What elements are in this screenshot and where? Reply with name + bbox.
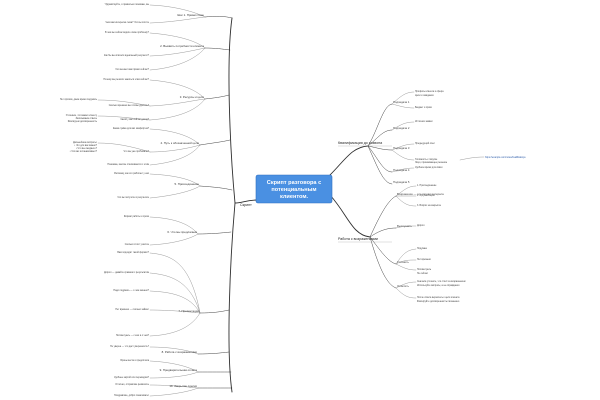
right-top-leaf: Лицо, принимающее решение [415, 162, 448, 164]
left-leaf: Удобнее картой или переводом? [114, 376, 150, 379]
left-leaves: "Здравствуйте, я правильно понимаю, вы Ч… [103, 3, 150, 397]
left-leaf: Как бы вы описали идеальный результат? [104, 54, 150, 57]
far-left-note: Уточняем, что важно клиенту [66, 115, 98, 117]
right-bottom-leaf: 2. Аргументация [417, 194, 435, 197]
left-leaf: Расскажу, как это работает у нас [114, 173, 150, 175]
far-left-note: • Что вас останавливает? [70, 151, 98, 153]
far-left-note: Записываем ответы [76, 118, 98, 120]
right-bottom-item[interactable]: Возражение — это сигнал интереса [397, 192, 444, 196]
left-branch-4[interactable]: 4. Путь к обозначенной цели [160, 141, 199, 145]
right-top-items: Подзадача 1 Подзадача 2 Подзадача 3 Подз… [393, 100, 410, 184]
right-top-item[interactable]: Подзадача 2 [393, 126, 410, 130]
left-leaf: Какая сумма для вас комфортна? [113, 127, 150, 130]
left-leaf: В чем вы сейчас видите свою проблему? [105, 31, 150, 34]
right-top-item[interactable]: Подзадача 3 [393, 146, 410, 150]
right-top-item[interactable]: Подзадача 4 [393, 168, 410, 172]
central-topic-line3: клиентом. [280, 194, 308, 200]
left-leaf: Дорого — давайте сравним с результатом [104, 271, 149, 274]
right-bottom-items: Возражение — это сигнал интереса Выслуша… [397, 192, 444, 288]
left-leaf: Сколько времени вы готовы уделять? [109, 105, 150, 107]
edge-center-to-right-bottom [329, 194, 371, 238]
left-main-label[interactable]: Скрипт [240, 203, 252, 207]
left-leaf: Чем вам интересна тема? Что вы хотите [105, 22, 149, 24]
right-top-leaf: Цели и ожидания [415, 95, 434, 97]
right-bottom-leaf: Посоветуюсь [417, 269, 432, 271]
far-left-note: • Что для вас важно? [74, 145, 97, 147]
left-branch-5[interactable]: 5. Присоединение [175, 182, 200, 186]
left-branch-2[interactable]: 2. Выявить потребности клиента [160, 44, 204, 48]
right-bottom-leaf: Нет времени [417, 259, 431, 261]
left-branches: Шаг 1. Приветствие 2. Выявить потребност… [160, 13, 205, 388]
left-branch-8[interactable]: 8. Работа с возражениями [162, 350, 198, 354]
edge-left-trunk-up [228, 17, 236, 204]
left-leaf: Формат работы и сроки [124, 215, 150, 218]
right-bottom-leaf: Подумаю [417, 248, 427, 250]
left-leaf: Почему вы решили заняться этим сейчас? [103, 78, 149, 81]
left-branch-9[interactable]: 9. Предварительная оплата [160, 368, 198, 372]
right-bottom-leaf: Сначала уточните, что стоит за возражени… [417, 281, 466, 283]
left-leaf: "Здравствуйте, я правильно понимаю, вы [105, 3, 150, 6]
left-leaf: Что мешает вам прямо сейчас? [115, 68, 150, 71]
left-leaf: Какой у вас сейчас доход? [121, 118, 150, 121]
right-bottom-leaf: Не сейчас [417, 272, 429, 275]
right-bottom-leaf: После ответа вернитесь к цели клиента [417, 297, 460, 299]
right-top-leaf: Удобное время для связи [415, 167, 443, 169]
far-left-note: Не торопим, даем время подумать [60, 99, 98, 101]
right-top-leaf: Предыдущий опыт [415, 142, 436, 145]
far-left-note: Фиксируем договоренность [68, 120, 98, 123]
far-left-note: Дальнейшие вопросы: [73, 141, 97, 144]
central-topic-box[interactable] [255, 174, 333, 204]
far-left-notes: Не торопим, даем время подумать Уточняем… [60, 99, 98, 153]
right-bottom-leaf: Дорого [417, 225, 425, 227]
edge-center-to-left [234, 199, 259, 204]
left-leaf: Сколько стоит участие [125, 244, 150, 246]
right-bottom-item[interactable]: Выслушать [397, 224, 412, 228]
left-branch-1[interactable]: Шаг 1. Приветствие [178, 13, 205, 17]
left-leaf: Отлично, отправляю реквизиты [115, 384, 149, 386]
central-topic-line1: Скрипт разговора с [267, 180, 321, 186]
left-leaf: Понимаю, многие сталкиваются с этим [107, 164, 149, 166]
right-bottom-label[interactable]: Работа с возражениями [338, 237, 378, 241]
right-top-item[interactable]: Подзадача 5 [393, 180, 410, 184]
right-top-leaves: Профиль клиента и сфера Цели и ожидания … [415, 90, 526, 169]
right-top-link[interactable]: https://example.com/notes/kvalifikatsiya [485, 156, 526, 159]
main-edges [228, 17, 371, 393]
right-top-leaf: Профиль клиента и сфера [415, 90, 444, 93]
left-leaf: Что вы уже пробовали? [124, 151, 150, 153]
left-leaf: Вам подходит такой формат? [117, 251, 149, 254]
right-top-item[interactable]: Подзадача 1 [393, 100, 410, 104]
central-topic-line2: потенциальным [271, 187, 316, 193]
right-top-label[interactable]: Квалификация до созвона [338, 141, 382, 145]
left-leaf: Что вы получите в результате [117, 197, 149, 199]
right-bottom-leaves: 1. Присоединение 2. Аргументация 3. Вопр… [417, 185, 466, 303]
right-bottom-leaf: Фиксируйте договоренность письменно [417, 300, 460, 303]
left-leaf-edges [97, 4, 206, 397]
left-leaf: Надо подумать — о чем именно? [113, 290, 149, 292]
far-left-note: • Что вы ожидаете? [76, 148, 98, 150]
right-bottom-item[interactable]: Уточнить [397, 260, 409, 264]
left-leaf: Бронь места и предоплата [120, 360, 149, 362]
right-bottom-leaf: 3. Вопрос на закрытие [417, 205, 442, 207]
right-top-leaf: Готовность к покупке [415, 159, 438, 161]
left-branch-7[interactable]: 7. Презентация [178, 309, 199, 313]
central-topic[interactable]: Скрипт разговора с потенциальным клиенто… [255, 174, 333, 204]
right-top-leaf: Источник заявки [415, 121, 433, 123]
left-branch-6[interactable]: 6. Что мы предлагаем [167, 230, 197, 234]
left-leaf: Посоветуюсь — с кем и о чем? [116, 335, 150, 337]
right-bottom-item[interactable]: Ответить [397, 284, 409, 288]
right-bottom-leaf: 1. Присоединение [417, 185, 437, 187]
left-leaf: Не уверен — что даст уверенность? [110, 346, 150, 348]
left-leaf: Поздравляю, добро пожаловать! [114, 395, 149, 397]
edge-center-to-right-top [329, 145, 369, 176]
left-branch-edges [197, 16, 233, 389]
left-branch-10[interactable]: 10. Закрытие сделки [169, 384, 197, 388]
left-branch-3[interactable]: 3. Ресурсы и цели [180, 95, 205, 99]
left-leaf: Нет времени — сколько займет [115, 308, 150, 311]
right-top-leaf: Бюджет и сроки [415, 107, 433, 109]
right-bottom-leaf: Используйте вопросы, а не оправдания [417, 284, 460, 287]
edge-left-trunk-down [228, 202, 236, 393]
